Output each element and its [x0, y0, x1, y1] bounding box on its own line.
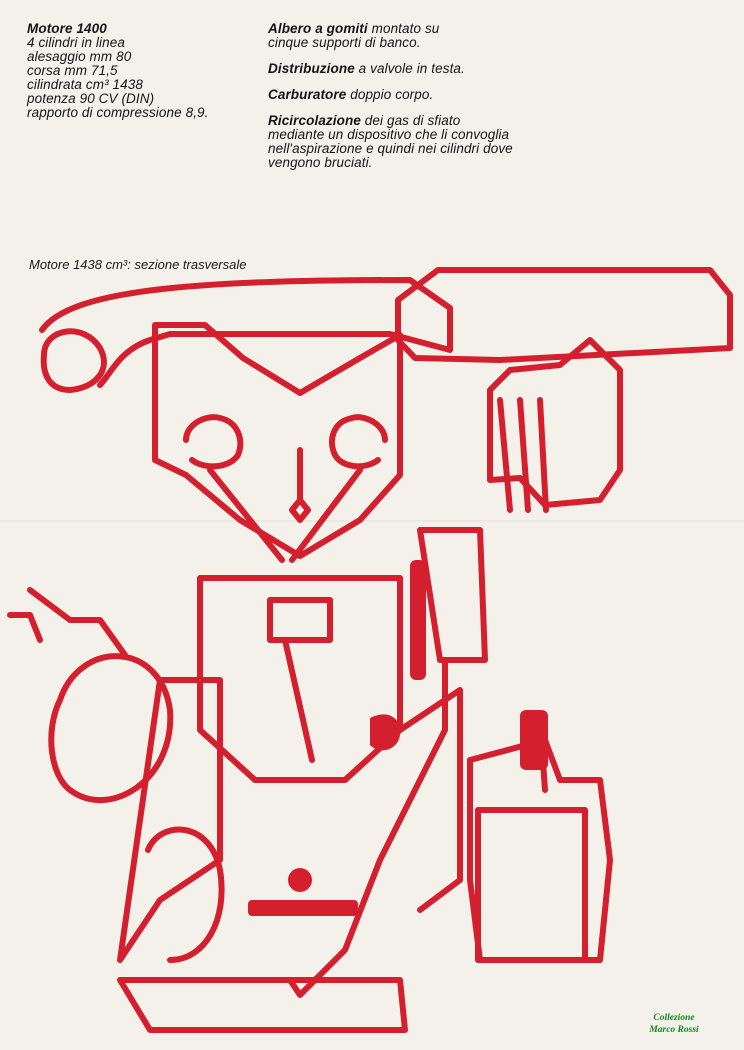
spec-displacement: cilindrata cm³ 1438 [27, 77, 143, 92]
alternator-pulley [48, 653, 174, 803]
engine-block-cylinder [197, 575, 403, 783]
specs-title: Motore 1400 [27, 21, 107, 36]
engine-cross-section-drawing [7, 267, 733, 1033]
ignition-wires [497, 397, 549, 513]
solid-drawing-accents [248, 560, 548, 916]
piston [267, 597, 333, 643]
air-filter-housing [395, 267, 733, 363]
intake-manifold-pipe [39, 277, 453, 388]
feature-text: montato su [371, 21, 440, 36]
oil-filter [475, 807, 588, 963]
feature-continuation: cinque supporti di banco. [268, 35, 421, 50]
timing-gear [370, 714, 401, 751]
feature-heading: Carburatore [268, 87, 347, 102]
page-fold [0, 520, 744, 524]
front-bolt [7, 612, 43, 643]
feature-crankshaft: Albero a gomiti montato su cinque suppor… [268, 22, 528, 50]
collection-stamp: Collezione Marco Rossi [640, 1012, 708, 1036]
main-bearing [248, 900, 358, 916]
feature-heading: Ricircolazione [268, 113, 361, 128]
carburetor-body [487, 337, 623, 508]
drawing-caption: Motore 1438 cm³: sezione trasversale [29, 257, 247, 272]
spec-stroke: corsa mm 71,5 [27, 63, 118, 78]
right-block-wall [397, 687, 463, 913]
exhaust-pipe [27, 587, 128, 658]
feature-text: a valvole in testa. [358, 61, 465, 76]
engine-features: Albero a gomiti montato su cinque suppor… [268, 22, 528, 182]
left-camshaft [183, 414, 244, 470]
intake-pipe-end [40, 328, 107, 393]
feature-continuation: mediante un dispositivo che li convoglia… [268, 127, 513, 170]
valve-stems [207, 467, 363, 563]
oil-pump-housing [467, 737, 613, 963]
engine-specs: Motore 1400 4 cilindri in linea alesaggi… [27, 22, 257, 120]
flywheel-arc [145, 826, 225, 963]
feature-distribution: Distribuzione a valvole in testa. [268, 62, 528, 76]
spark-plug-body [520, 710, 548, 770]
feature-heading: Albero a gomiti [268, 21, 368, 36]
crank-pin [288, 868, 312, 892]
feature-text: dei gas di sfiato [364, 113, 461, 128]
spec-power: potenza 90 CV (DIN) [27, 91, 155, 106]
oil-sump [117, 977, 408, 1033]
center-spark-plug [289, 447, 311, 523]
spec-compression: rapporto di compressione 8,9. [27, 105, 209, 120]
feature-carburetor: Carburatore doppio corpo. [268, 88, 528, 102]
distributor-drive-shaft [287, 657, 448, 998]
left-block-wall [117, 677, 223, 963]
distributor-body [417, 527, 488, 663]
stamp-line2: Marco Rossi [649, 1025, 699, 1035]
feature-text: doppio corpo. [350, 87, 434, 102]
right-camshaft [329, 414, 388, 470]
feature-recirculation: Ricircolazione dei gas di sfiato mediant… [268, 114, 528, 170]
spec-cylinders: 4 cilindri in linea [27, 35, 125, 50]
connecting-rod [282, 637, 315, 763]
spec-bore: alesaggio mm 80 [27, 49, 132, 64]
stamp-line1: Collezione [653, 1013, 695, 1023]
cylinder-head [152, 322, 403, 559]
feature-heading: Distribuzione [268, 61, 355, 76]
distributor-shaft [410, 560, 426, 680]
